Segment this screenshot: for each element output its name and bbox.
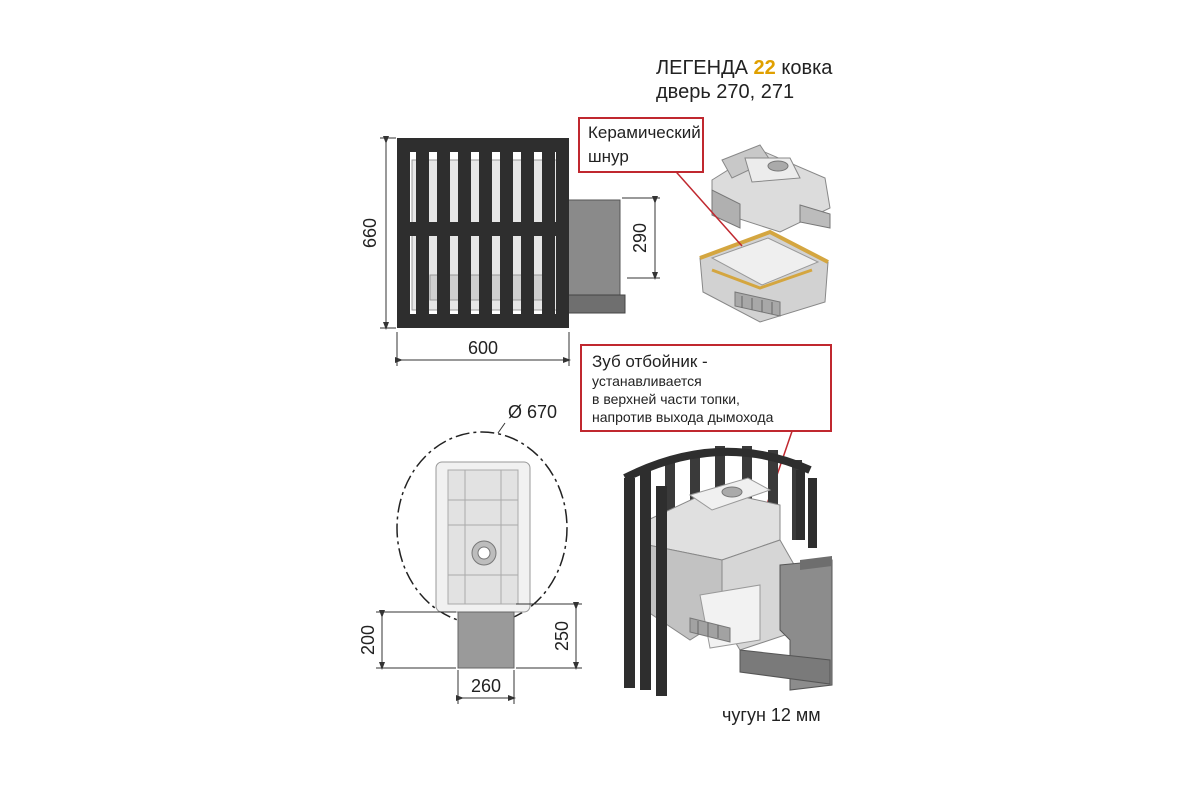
- callout-tooth-line3: в верхней части топки,: [592, 391, 740, 407]
- cage-bar: [500, 138, 513, 328]
- title-line-2: дверь 270, 271: [656, 81, 795, 103]
- cage-bar: [458, 138, 471, 328]
- dim-label-260: 260: [471, 676, 501, 696]
- stove-top-inner: [447, 469, 519, 605]
- model-name: ЛЕГЕНДА: [656, 57, 748, 79]
- cage-bar: [768, 450, 778, 530]
- cage-bar: [808, 478, 817, 548]
- material-note: чугун 12 мм: [722, 705, 821, 725]
- cage-bars: [397, 138, 569, 328]
- dim-flue-290: 290: [622, 196, 660, 280]
- cage-bar: [624, 478, 635, 688]
- dim-label-diameter: Ø 670: [508, 402, 557, 422]
- dim-label-660: 660: [360, 218, 380, 248]
- dim-base-200: 200: [358, 610, 456, 670]
- callout-ceramic-cord-line1: Керамический: [588, 123, 701, 142]
- callout-tooth-line4: напротив выхода дымохода: [592, 409, 774, 425]
- dim-base-250: 250: [516, 602, 582, 670]
- callout-tooth-deflector: Зуб отбойник - устанавливается в верхней…: [580, 344, 832, 432]
- cage-bar: [556, 138, 569, 328]
- dim-base-260: 260: [456, 670, 516, 704]
- callout-tooth-line2: устанавливается: [592, 373, 702, 389]
- callout-tooth-line1: Зуб отбойник -: [592, 352, 708, 371]
- firebox-lower-part: [699, 229, 829, 323]
- flue-base: [564, 294, 626, 314]
- model-suffix: ковка: [781, 57, 833, 79]
- cage-bar: [690, 452, 700, 532]
- cage-bar: [437, 138, 450, 328]
- cage-bar: [521, 138, 534, 328]
- tunnel-top: [457, 611, 515, 669]
- title-line-1: ЛЕГЕНДА 22 ковка: [656, 56, 832, 80]
- dim-label-290: 290: [630, 223, 650, 253]
- cage-front-bars: [624, 470, 817, 696]
- front-view: [397, 138, 626, 328]
- product-title: ЛЕГЕНДА 22 ковка дверь 270, 271: [656, 56, 832, 104]
- dim-label-250: 250: [552, 621, 572, 651]
- cage-bar: [397, 138, 410, 328]
- ceramic-cord-leader: [669, 164, 743, 247]
- dim-label-600: 600: [468, 338, 498, 358]
- callout-ceramic-cord-line2: шнур: [588, 147, 629, 166]
- dim-width-600: 600: [395, 332, 571, 366]
- cage-bar: [796, 470, 805, 540]
- ceramic-cord-line: [699, 229, 829, 264]
- dim-height-660: 660: [360, 136, 396, 330]
- cage-bar: [665, 462, 675, 542]
- cage-bar: [479, 138, 492, 328]
- cage-bar: [656, 486, 667, 696]
- top-view: [396, 431, 568, 669]
- dim-label-200: 200: [358, 625, 378, 655]
- dim-diameter-670: Ø 670: [497, 402, 557, 434]
- cage-bar: [416, 138, 429, 328]
- flue-tunnel: [564, 199, 621, 296]
- cage-bar: [640, 470, 651, 690]
- assembly-3d-view: [623, 446, 833, 696]
- firebox-upper-part: [711, 144, 831, 233]
- callout-ceramic-cord: Керамический шнур: [578, 117, 704, 173]
- cage-bar: [542, 138, 555, 328]
- model-number: 22: [753, 57, 776, 79]
